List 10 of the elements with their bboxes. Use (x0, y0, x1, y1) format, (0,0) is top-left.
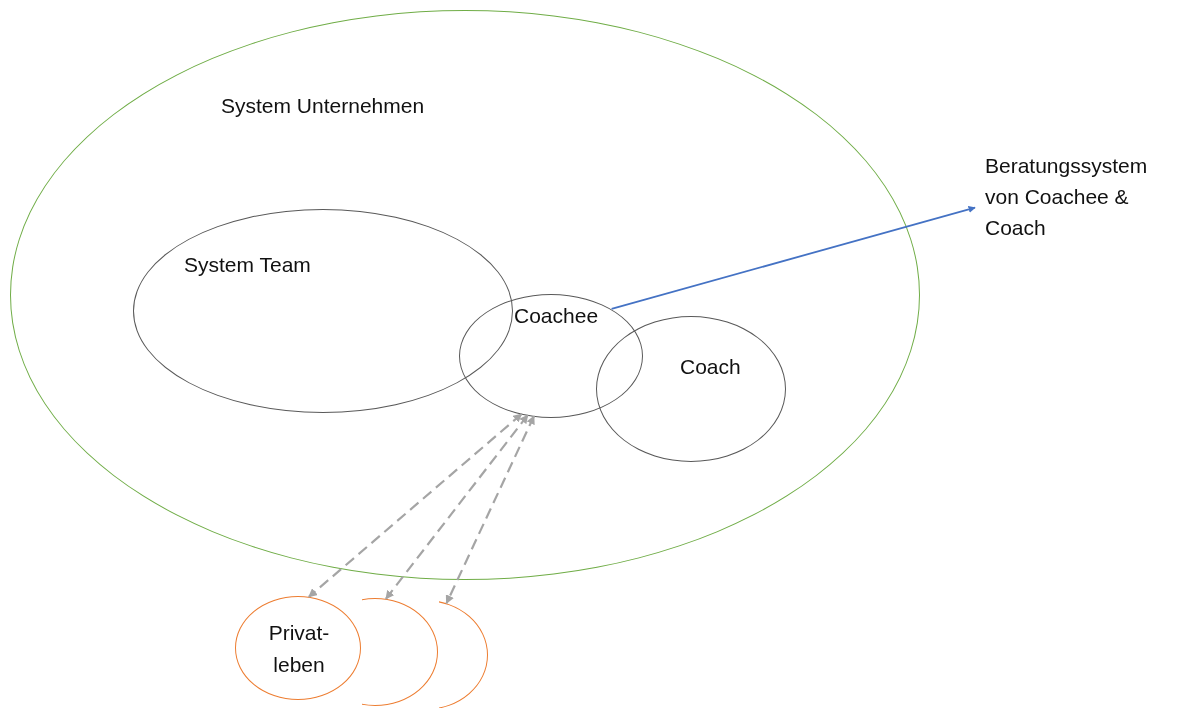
dashed-arrow (385, 414, 529, 600)
dashed-arrow (445, 415, 535, 605)
region-label: Coachee (514, 303, 599, 329)
region-label: System Team (184, 252, 311, 278)
callout-text: Beratungssystem von Coachee & Coach (975, 150, 1165, 246)
arrow (610, 205, 976, 310)
region-label: Privat- leben (267, 620, 331, 678)
dashed-arrow (308, 413, 523, 598)
region-label: System Unternehmen (221, 93, 425, 119)
region-label: Coach (680, 354, 741, 380)
